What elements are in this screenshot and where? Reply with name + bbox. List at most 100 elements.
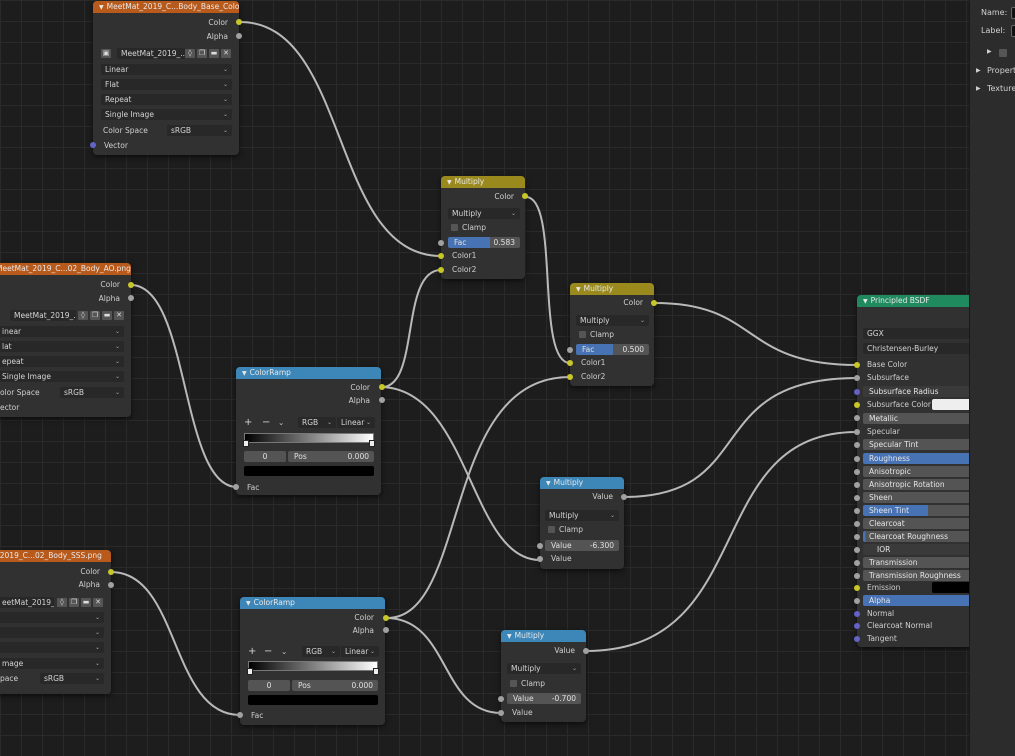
socket-output-alpha[interactable] — [383, 627, 389, 633]
expand-arrow-icon[interactable]: ▶ — [976, 67, 981, 74]
socket-output-color[interactable] — [108, 569, 114, 575]
image-texture-node-base-color[interactable]: ▼MeetMat_2019_C...Body_Base_Colo Color A… — [93, 1, 239, 155]
socket-output-color[interactable] — [128, 282, 134, 288]
expand-arrow-icon[interactable]: ▶ — [987, 48, 992, 55]
chevron-down-icon[interactable]: ⌄ — [278, 418, 285, 427]
duplicate-image-icon[interactable]: ❐ — [69, 598, 79, 607]
node-header[interactable]: ▼Multiply — [570, 283, 654, 295]
textures-panel-header[interactable]: Texture — [987, 84, 1015, 93]
fake-user-shield-icon[interactable]: ◊ — [78, 311, 88, 320]
subsurface-color-swatch[interactable] — [932, 399, 977, 410]
stop-index-field[interactable]: 0 — [244, 451, 286, 462]
ior-field[interactable]: IOR1 — [863, 544, 977, 555]
socket-input-color2[interactable] — [438, 267, 444, 273]
roughness-slider[interactable]: Roughness — [863, 453, 977, 464]
stop-color-swatch[interactable] — [248, 695, 378, 705]
unlink-close-icon[interactable]: ✕ — [221, 49, 231, 58]
image-name-field[interactable]: MeetMat_2019_... — [117, 48, 185, 59]
socket-input-vector[interactable] — [90, 142, 96, 148]
collapse-arrow-icon[interactable]: ▼ — [447, 179, 452, 186]
socket-output-alpha[interactable] — [379, 397, 385, 403]
operation-dropdown[interactable]: Multiply⌄ — [507, 663, 581, 674]
socket-input-value-b[interactable] — [537, 556, 543, 562]
specular-tint-slider[interactable]: Specular Tint — [863, 439, 977, 450]
duplicate-image-icon[interactable]: ❐ — [90, 311, 100, 320]
clamp-checkbox[interactable] — [451, 224, 458, 231]
fake-user-shield-icon[interactable]: ◊ — [185, 49, 195, 58]
socket-input-fac[interactable] — [567, 347, 573, 353]
duplicate-image-icon[interactable]: ❐ — [197, 49, 207, 58]
socket-input-fac[interactable] — [237, 712, 243, 718]
socket-output-color[interactable] — [379, 384, 385, 390]
socket-output-color[interactable] — [236, 19, 242, 25]
clamp-checkbox[interactable] — [579, 331, 586, 338]
socket-input-base-color[interactable] — [854, 362, 860, 368]
socket-input-transmission-roughness[interactable] — [854, 573, 860, 579]
add-stop-icon[interactable]: + — [248, 646, 257, 657]
socket-input-transmission[interactable] — [854, 560, 860, 566]
collapse-arrow-icon[interactable]: ▼ — [576, 286, 581, 293]
socket-input-sheen[interactable] — [854, 495, 860, 501]
node-header[interactable]: ▼ColorRamp — [240, 597, 385, 609]
socket-input-clearcoat[interactable] — [854, 521, 860, 527]
label-field[interactable] — [1011, 25, 1015, 37]
emission-color-swatch[interactable] — [932, 582, 977, 593]
interpolation-dropdown[interactable]: inear⌄ — [0, 326, 124, 337]
principled-bsdf-node[interactable]: ▼Principled BSDF GGX Christensen-Burley … — [857, 295, 977, 647]
color-space-dropdown[interactable]: sRGB⌄ — [167, 125, 232, 136]
collapse-arrow-icon[interactable]: ▼ — [99, 4, 104, 11]
node-header[interactable]: ▼MeetMat_2019_C...Body_Base_Colo — [93, 1, 239, 13]
collapse-arrow-icon[interactable]: ▼ — [246, 600, 251, 607]
projection-dropdown[interactable]: lat⌄ — [0, 341, 124, 352]
clearcoat-roughness-slider[interactable]: Clearcoat Roughness — [863, 531, 977, 542]
math-multiply-node-2[interactable]: ▼Multiply Value Multiply⌄ Clamp Value-0.… — [501, 630, 586, 722]
socket-output-alpha[interactable] — [236, 33, 242, 39]
socket-input-anisotropic-rotation[interactable] — [854, 482, 860, 488]
interpolation-dropdown[interactable]: ⌄ — [0, 612, 104, 623]
node-header[interactable]: ▼Multiply — [441, 176, 525, 188]
unlink-close-icon[interactable]: ✕ — [93, 598, 103, 607]
socket-input-sheen-tint[interactable] — [854, 508, 860, 514]
node-header[interactable]: ▼Principled BSDF — [857, 295, 977, 307]
color-space-dropdown[interactable]: sRGB⌄ — [40, 673, 104, 684]
color-ramp-gradient[interactable] — [248, 661, 378, 671]
name-field[interactable] — [1011, 7, 1015, 19]
collapse-arrow-icon[interactable]: ▼ — [546, 480, 551, 487]
color-mode-dropdown[interactable]: RGB⌄ — [302, 646, 340, 657]
open-folder-icon[interactable]: ▬ — [102, 311, 112, 320]
socket-output-alpha[interactable] — [128, 295, 134, 301]
socket-input-normal[interactable] — [854, 611, 860, 617]
socket-input-clearcoat-roughness[interactable] — [854, 534, 860, 540]
chevron-down-icon[interactable]: ⌄ — [281, 647, 288, 656]
subsurface-method-dropdown[interactable]: Christensen-Burley — [863, 343, 977, 354]
unlink-close-icon[interactable]: ✕ — [114, 311, 124, 320]
socket-input-value-a[interactable] — [498, 696, 504, 702]
blend-type-dropdown[interactable]: Multiply⌄ — [448, 208, 520, 219]
extension-dropdown[interactable]: epeat⌄ — [0, 356, 124, 367]
projection-dropdown[interactable]: ⌄ — [0, 627, 104, 638]
color-space-dropdown[interactable]: sRGB⌄ — [60, 387, 124, 398]
socket-input-color2[interactable] — [567, 374, 573, 380]
subsurface-radius-field[interactable]: Subsurface Radius — [863, 386, 977, 397]
collapse-arrow-icon[interactable]: ▼ — [242, 370, 247, 377]
alpha-slider[interactable]: Alpha — [863, 595, 977, 606]
ramp-stop-handle[interactable] — [247, 668, 253, 675]
collapse-arrow-icon[interactable]: ▼ — [863, 298, 868, 305]
socket-input-metallic[interactable] — [854, 415, 860, 421]
value-field[interactable]: Value-0.700 — [507, 693, 581, 704]
stop-color-swatch[interactable] — [244, 466, 374, 476]
socket-input-fac[interactable] — [438, 240, 444, 246]
image-name-field[interactable]: MeetMat_2019_... — [10, 310, 76, 321]
node-header[interactable]: _2019_C...02_Body_SSS.png — [0, 550, 111, 562]
image-browse-icon[interactable]: ▣ — [101, 49, 111, 58]
metallic-slider[interactable]: Metallic — [863, 413, 977, 424]
remove-stop-icon[interactable]: − — [262, 417, 271, 428]
interpolation-dropdown[interactable]: Linear⌄ — [341, 646, 379, 657]
socket-input-alpha[interactable] — [854, 598, 860, 604]
socket-input-subsurface-radius[interactable] — [854, 389, 860, 395]
collapse-arrow-icon[interactable]: ▼ — [507, 633, 512, 640]
socket-input-value-b[interactable] — [498, 710, 504, 716]
